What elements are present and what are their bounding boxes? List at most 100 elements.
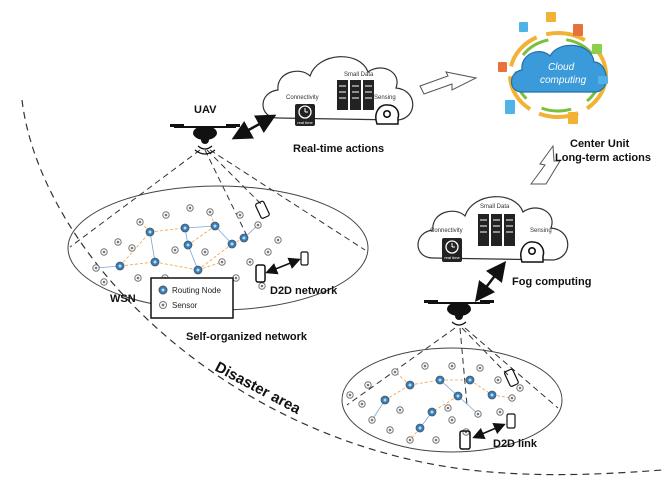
cloud-label-line2: computing xyxy=(540,75,587,86)
sensor-node-center xyxy=(164,213,168,217)
app-icons xyxy=(498,12,608,124)
sensor-node-center xyxy=(476,412,480,416)
routing-node-center xyxy=(490,393,494,397)
legend-routing-node: Routing Node xyxy=(172,286,221,295)
sensor-node-center xyxy=(256,223,260,227)
real-time-label-right: real time xyxy=(444,255,460,260)
wsn-area-right xyxy=(341,347,563,453)
disaster-area-label: Disaster area xyxy=(212,359,304,419)
sensor-node-center xyxy=(203,250,207,254)
routing-node-center xyxy=(118,264,122,268)
sensor-node-center xyxy=(496,378,500,382)
sensor-node-center xyxy=(446,406,450,410)
uav-beam-left xyxy=(69,149,366,251)
d2d-network-label: D2D network xyxy=(270,285,338,297)
cloud-label-line1: Cloud xyxy=(548,62,575,73)
sensor-node-center xyxy=(398,408,402,412)
mesh-link xyxy=(197,243,233,271)
nodes-left xyxy=(92,204,282,290)
sensor-node-center xyxy=(248,260,252,264)
connectivity-label-right: Connectivity xyxy=(430,228,463,234)
routing-node-center xyxy=(438,378,442,382)
sensor-node-center xyxy=(260,284,264,288)
fog-node-right: Small Data Connectivity Sensing real tim… xyxy=(417,196,569,263)
sensor-node-center xyxy=(478,366,482,370)
routing-node-center xyxy=(430,410,434,414)
sensor-node-center xyxy=(370,418,374,422)
mesh-link xyxy=(187,225,216,246)
legend-sensor: Sensor xyxy=(172,301,198,310)
sensor-node-center xyxy=(130,246,134,250)
phone-icon xyxy=(255,200,309,283)
routing-node-center xyxy=(456,394,460,398)
head-gear-icon xyxy=(520,241,545,263)
sensor-node-center xyxy=(266,250,270,254)
mesh-link xyxy=(149,227,186,233)
sensor-node-center xyxy=(116,240,120,244)
mesh-link xyxy=(154,261,199,271)
routing-node-center xyxy=(468,378,472,382)
uav-to-fog-top-arrow xyxy=(231,114,277,140)
sensor-node-center xyxy=(510,396,514,400)
sensor-node-center xyxy=(234,276,238,280)
sensor-node-center xyxy=(102,280,106,284)
sensor-node-center xyxy=(173,248,177,252)
small-data-label-right: Small Data xyxy=(480,204,510,210)
self-organized-network-label: Self-organized network xyxy=(186,331,308,343)
routing-node-center xyxy=(153,260,157,264)
fog-to-cloud-link-right xyxy=(530,144,561,185)
mesh-link xyxy=(469,379,493,396)
sensor-node-center xyxy=(450,418,454,422)
fog-to-cloud-link-top xyxy=(419,71,478,95)
connectivity-label-top: Connectivity xyxy=(286,95,319,101)
fog-computing-label: Fog computing xyxy=(512,276,591,288)
sensor-node-center xyxy=(276,238,280,242)
sensor-node-center xyxy=(360,402,364,406)
sensor-node-center xyxy=(388,428,392,432)
sensor-node-center xyxy=(408,438,412,442)
routing-node-center xyxy=(242,236,246,240)
sensor-node-center xyxy=(188,206,192,210)
routing-node-center xyxy=(196,268,200,272)
mesh-link xyxy=(184,225,216,229)
mesh-link xyxy=(187,244,199,271)
head-gear-icon xyxy=(375,104,400,125)
routing-node-center xyxy=(186,243,190,247)
uav-label: UAV xyxy=(194,104,217,116)
sensor-node-center xyxy=(102,250,106,254)
legend: Routing Node Sensor xyxy=(150,277,234,319)
mesh-link xyxy=(431,395,459,413)
routing-node-center xyxy=(418,426,422,430)
sensor-node-center xyxy=(393,370,397,374)
sensor-node-center xyxy=(136,276,140,280)
mesh-link xyxy=(457,395,479,415)
clock-icon: real time xyxy=(442,238,462,262)
sensor-node-center xyxy=(423,364,427,368)
routing-node-center xyxy=(213,224,217,228)
sensor-node-center xyxy=(220,260,224,264)
mesh-link xyxy=(409,379,441,386)
sensor-node-center xyxy=(498,410,502,414)
real-time-label-top: real time xyxy=(297,120,313,125)
sensor-node-center xyxy=(238,213,242,217)
sensor-node-center xyxy=(366,383,370,387)
server-icon xyxy=(478,214,515,246)
center-unit-label: Center Unit xyxy=(570,138,630,150)
d2d-link-label: D2D link xyxy=(493,438,538,450)
uav-icon-right xyxy=(424,300,494,326)
routing-node-center xyxy=(183,226,187,230)
nodes-right xyxy=(346,362,524,444)
sensor-node-center xyxy=(450,364,454,368)
routing-node-center xyxy=(230,242,234,246)
sensor-node-center xyxy=(348,393,352,397)
phone-icon-right xyxy=(459,368,519,450)
disaster-area-boundary xyxy=(21,99,663,476)
long-term-actions-label: Long-term actions xyxy=(555,152,651,164)
uav-icon-left xyxy=(170,124,240,155)
sensor-node-center xyxy=(138,220,142,224)
routing-node-center xyxy=(408,383,412,387)
mesh-link xyxy=(119,261,156,267)
server-icon xyxy=(337,80,374,110)
